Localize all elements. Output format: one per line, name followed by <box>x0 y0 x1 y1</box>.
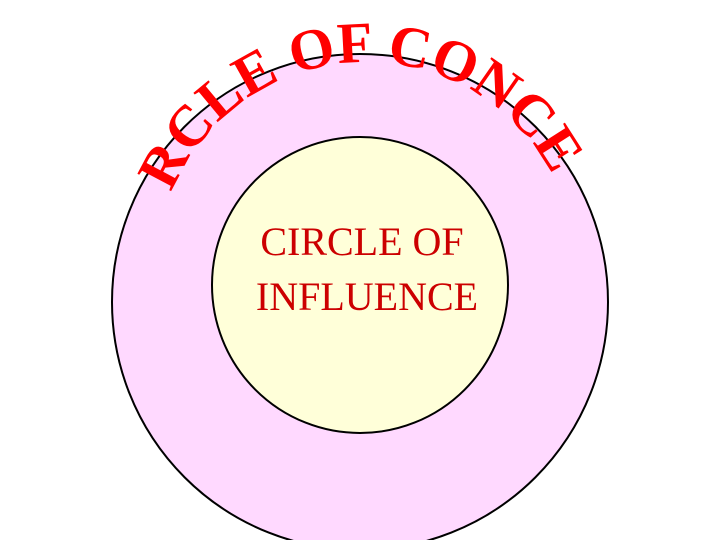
influence-label-line2: INFLUENCE <box>256 274 478 319</box>
influence-label-line1: CIRCLE OF <box>260 219 463 264</box>
circle-of-influence <box>211 136 509 434</box>
circle-of-influence-label: CIRCLE OF INFLUENCE <box>256 219 478 319</box>
